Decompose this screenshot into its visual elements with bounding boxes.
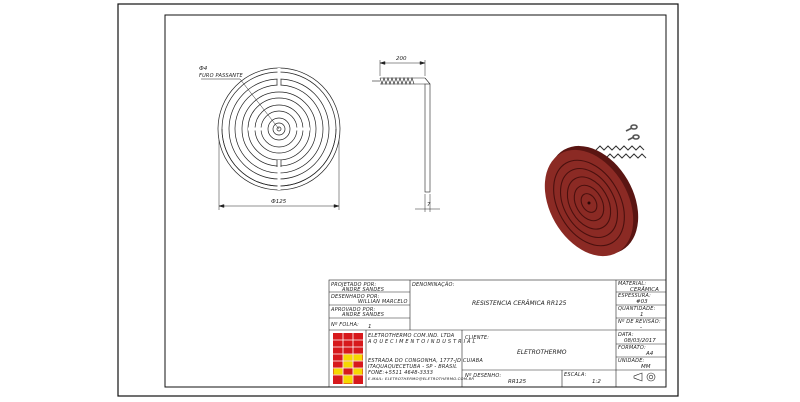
thickness-dimension — [415, 194, 440, 212]
outer-border — [117, 3, 679, 397]
quantidade-label: QUANTIDADE: — [618, 306, 656, 312]
aprovado-label: APROVADO POR: — [330, 307, 376, 313]
isometric-render — [544, 124, 647, 257]
thickness-label: 7 — [427, 202, 431, 208]
quantidade-value: 1 — [640, 312, 644, 318]
data-label: DATA: — [618, 332, 634, 338]
espessura-label: ESPESSURA: — [618, 293, 651, 299]
projetado-label: PROJETADO POR: — [331, 282, 376, 288]
hole-callout: Ф4 FURO PASSANTE — [199, 66, 280, 130]
material-label: MATERIAL: — [618, 281, 646, 287]
desenho-value: RR125 — [508, 379, 527, 385]
front-view — [217, 67, 341, 191]
desenhado-value: WILLIAN MARCELO — [358, 299, 408, 305]
address-line-3: FONE:+5511 4648-3333 — [368, 370, 433, 376]
address-line-1: ESTRADA DO CONGONHA, 1777-JD CUIABA — [368, 358, 483, 364]
espessura-value: #03 — [636, 299, 648, 305]
diameter-dimension — [218, 140, 340, 210]
denominacao-label: DENOMINAÇÃO: — [412, 281, 455, 288]
cliente-label: CLIENTE: — [465, 335, 489, 341]
material-value: CERÂMICA — [630, 286, 659, 293]
escala-value: 1:2 — [592, 379, 601, 385]
denominacao-value: RESISTENCIA CERÂMICA RR125 — [472, 300, 567, 307]
hole-note: FURO PASSANTE — [199, 73, 244, 79]
desenhado-label: DESENHADO POR: — [331, 294, 380, 300]
folha-label: Nº FOLHA: — [331, 322, 359, 328]
address-line-2: ITAQUAQUECETUBA - SP - BRASIL — [368, 364, 457, 370]
title-block — [328, 279, 667, 388]
aprovado-value: ANDRE SANDES — [341, 312, 385, 318]
cliente-value: ELETROTHERMO — [517, 349, 567, 356]
folha-value: 1 — [368, 324, 372, 330]
company-name: ELETROTHERMO COM.IND. LTDA — [368, 333, 455, 339]
diameter-label: Ф125 — [271, 199, 287, 205]
side-view — [372, 77, 431, 193]
company-tagline: A Q U E C I M E N T O I N D U S T R I A … — [367, 339, 475, 345]
projection-symbol-icon — [633, 372, 656, 382]
escala-label: ESCALA: — [564, 372, 587, 378]
hole-diameter-label: Ф4 — [199, 66, 208, 72]
revisao-label: Nº DE REVISÃO: — [618, 318, 661, 325]
projetado-value: ANDRE SANDES — [341, 287, 385, 293]
length-label: 200 — [396, 56, 407, 62]
address-line-4: E-MAIL: ELETROTHERMO@ELETROTHERMO.COM.BR — [368, 376, 474, 381]
company-logo — [333, 333, 363, 384]
unidade-value: MM — [641, 364, 651, 370]
formato-value: A4 — [645, 351, 654, 357]
unidade-label: UNIDADE: — [618, 358, 645, 364]
data-value: 08/03/2017 — [624, 338, 656, 344]
desenho-label: Nº DESENHO: — [465, 373, 502, 379]
revisao-value: - — [640, 325, 642, 331]
length-dimension — [379, 60, 426, 76]
formato-label: FORMATO: — [618, 345, 646, 351]
